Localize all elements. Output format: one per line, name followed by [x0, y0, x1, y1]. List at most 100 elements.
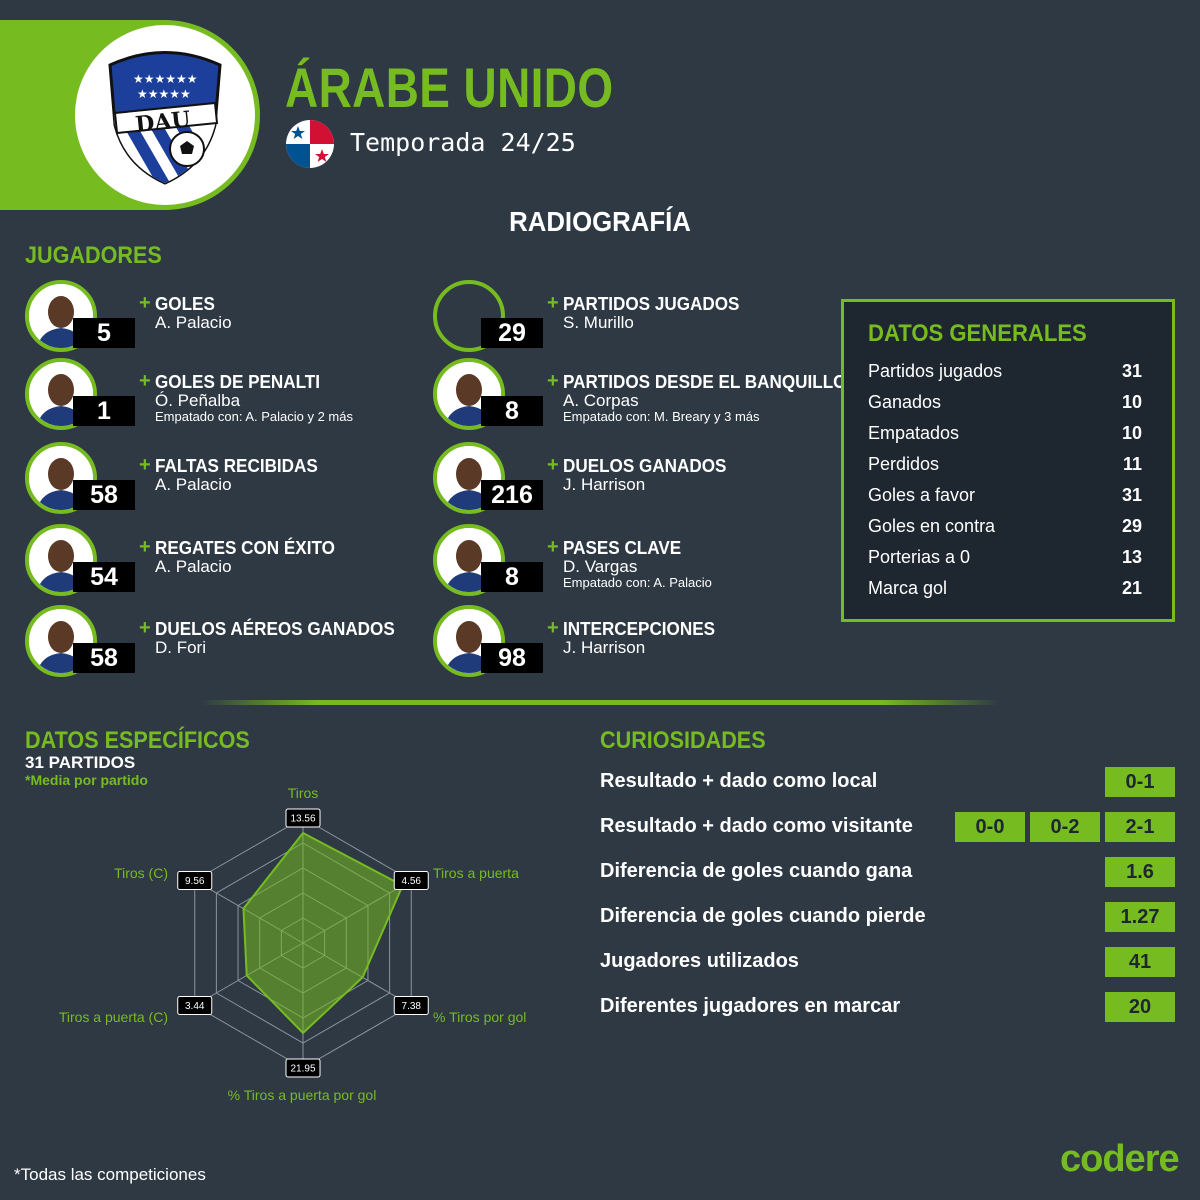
radar-value-badge: 4.56 [393, 871, 429, 890]
curiosity-value: 1.6 [1105, 857, 1175, 887]
general-data-row: Perdidos 11 [868, 454, 1142, 478]
player-name: A. Palacio [155, 557, 232, 576]
curiosity-row: Resultado + dado como local 0-1 [600, 767, 1175, 799]
matches-count: 31 PARTIDOS [25, 753, 136, 772]
stat-label: DUELOS GANADOS [563, 456, 727, 476]
curiosity-label: Resultado + dado como local [600, 770, 878, 792]
curiosities-title: CURIOSIDADES [600, 727, 766, 754]
footnote: *Todas las competiciones [14, 1165, 206, 1184]
plus-icon: + [547, 617, 559, 639]
codere-logo[interactable]: codere [1060, 1138, 1180, 1180]
player-avatar [433, 524, 505, 596]
stat-value: 8 [481, 562, 543, 592]
player-name: A. Palacio [155, 313, 232, 332]
general-data-row: Marca gol 21 [868, 578, 1142, 602]
radar-axis-label: % Tiros por gol [433, 1009, 526, 1025]
general-data-label: Marca gol [868, 578, 948, 598]
radar-value: 21.95 [290, 1064, 315, 1075]
radar-axis-label: Tiros [288, 785, 319, 801]
stat-label: INTERCEPCIONES [563, 619, 716, 639]
radar-chart: 13.56 Tiros 4.56 Tiros a puerta 7.38 % Tiros … [59, 785, 527, 1103]
general-data-label: Ganados [868, 392, 942, 412]
stat-value: 1 [73, 396, 135, 426]
radar-value-badge: 7.38 [393, 996, 429, 1015]
stat-value: 5 [73, 318, 135, 348]
curiosity-label: Diferentes jugadores en marcar [600, 995, 901, 1017]
stat-label: PASES CLAVE [563, 538, 682, 558]
radar-value-badge: 9.56 [177, 871, 213, 890]
general-data-value: 10 [1121, 392, 1142, 412]
general-data-label: Perdidos [868, 454, 940, 474]
player-name: A. Corpas [563, 391, 639, 410]
radar-value-badge: 13.56 [285, 808, 321, 828]
curiosity-value: 1.27 [1105, 902, 1175, 932]
general-data-label: Goles en contra [868, 516, 996, 536]
player-name: J. Harrison [563, 638, 646, 657]
stat-label: DUELOS AÉREOS GANADOS [155, 619, 395, 639]
team-logo: ★★★★★★ ★★★★★ DAU [75, 25, 255, 205]
team-name: ÁRABE UNIDO [285, 56, 614, 119]
general-data-value: 13 [1121, 547, 1142, 567]
stat-label: PARTIDOS JUGADOS [563, 294, 740, 314]
stat-value: 8 [481, 396, 543, 426]
section-divider [200, 700, 1000, 705]
curiosity-value: 2-1 [1105, 812, 1175, 842]
stat-label: FALTAS RECIBIDAS [155, 456, 318, 476]
radar-value-badge: 21.95 [285, 1058, 321, 1078]
season-label: Temporada 24/25 [350, 128, 576, 157]
radar-value: 13.56 [290, 814, 315, 825]
general-data-value: 31 [1121, 361, 1142, 381]
plus-icon: + [547, 370, 559, 392]
plus-icon: + [139, 536, 151, 558]
radar-axis-label: % Tiros a puerta por gol [228, 1087, 377, 1103]
curiosity-value: 0-0 [955, 812, 1025, 842]
curiosity-value: 0-1 [1105, 767, 1175, 797]
radar-axis-label: Tiros a puerta [433, 865, 519, 881]
radar-axis-label: Tiros (C) [114, 865, 168, 881]
stat-value: 58 [73, 643, 135, 673]
curiosity-label: Diferencia de goles cuando pierde [600, 905, 926, 927]
player-name: D. Fori [155, 638, 206, 657]
players-section-title: JUGADORES [25, 242, 162, 269]
curiosity-label: Jugadores utilizados [600, 950, 799, 972]
general-data-value: 11 [1122, 454, 1142, 474]
general-data-row: Partidos jugados 31 [868, 361, 1142, 385]
general-data-row: Ganados 10 [868, 392, 1142, 416]
plus-icon: + [139, 454, 151, 476]
radar-value: 9.56 [185, 876, 205, 887]
player-name: J. Harrison [563, 475, 646, 494]
radar-value: 7.38 [402, 1001, 422, 1012]
curiosity-value: 41 [1105, 947, 1175, 977]
general-data-value: 21 [1121, 578, 1142, 598]
curiosity-label: Diferencia de goles cuando gana [600, 860, 913, 882]
player-name: S. Murillo [563, 313, 634, 332]
stat-value: 58 [73, 480, 135, 510]
radar-axis-label: Tiros a puerta (C) [59, 1009, 168, 1025]
stat-label: GOLES [155, 294, 215, 314]
radar-value-badge: 3.44 [177, 996, 213, 1015]
plus-icon: + [139, 370, 151, 392]
curiosity-row: Diferencia de goles cuando pierde 1.27 [600, 902, 1175, 934]
curiosity-row: Diferentes jugadores en marcar 20 [600, 992, 1175, 1024]
curiosity-row: Diferencia de goles cuando gana 1.6 [600, 857, 1175, 889]
radiografia-title: RADIOGRAFÍA [509, 206, 691, 237]
player-avatar [25, 280, 97, 352]
curiosity-value: 0-2 [1030, 812, 1100, 842]
general-data-label: Partidos jugados [868, 361, 1003, 381]
svg-text:★★★★★: ★★★★★ [137, 87, 191, 101]
stat-label: REGATES CON ÉXITO [155, 538, 335, 558]
general-data-title: DATOS GENERALES [868, 320, 1087, 347]
radar-value: 4.56 [402, 876, 422, 887]
curiosity-label: Resultado + dado como visitante [600, 815, 913, 837]
svg-text:★★★★★★: ★★★★★★ [133, 72, 198, 86]
curiosity-value: 20 [1105, 992, 1175, 1022]
